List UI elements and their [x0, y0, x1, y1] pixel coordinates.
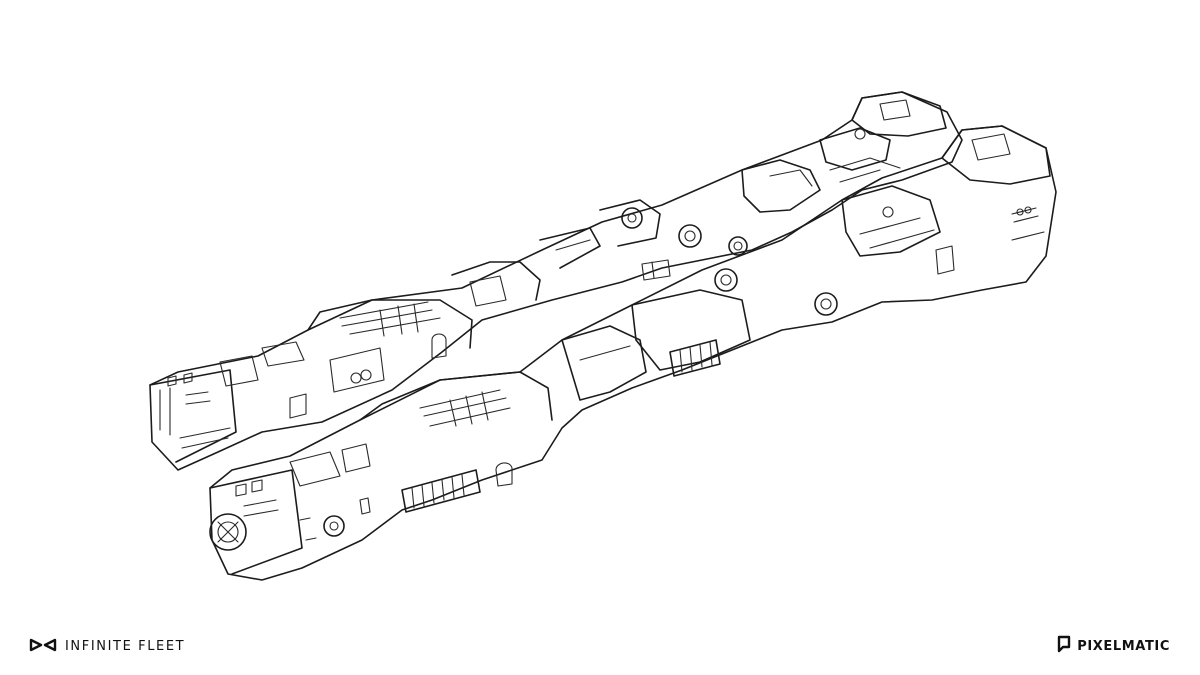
pixelmatic-logo: PIXELMATIC: [1057, 635, 1170, 657]
pixelmatic-wordmark: PIXELMATIC: [1077, 638, 1170, 654]
lower-hull: [209, 125, 1057, 581]
upper-hull: [149, 91, 963, 471]
infinity-logo-icon: [29, 637, 57, 656]
infinite-fleet-wordmark: INFINITE FLEET: [65, 638, 186, 654]
spaceship-line-art: [149, 91, 1057, 581]
infinite-fleet-logo: INFINITE FLEET: [29, 636, 185, 656]
pixelmatic-logo-icon: [1057, 635, 1071, 657]
